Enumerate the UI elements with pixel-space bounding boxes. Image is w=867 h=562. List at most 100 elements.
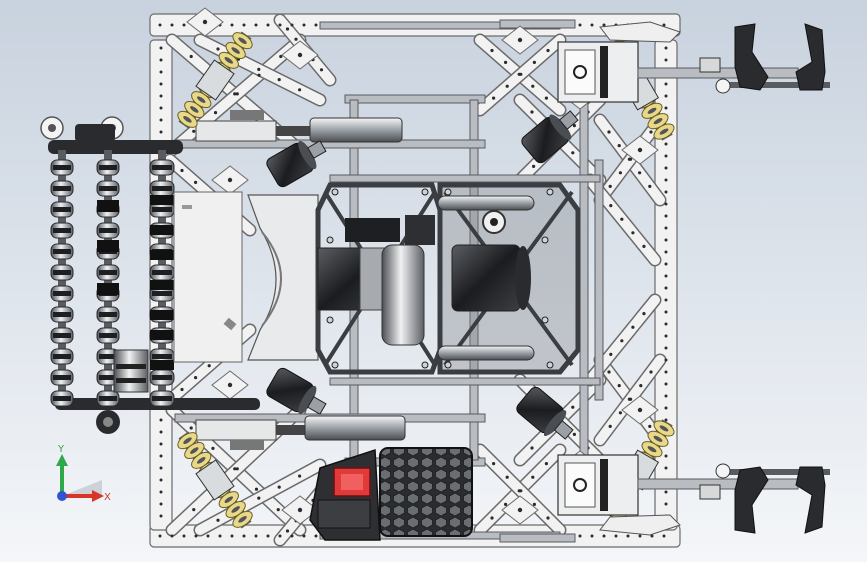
roller-band (53, 396, 71, 401)
rail-hole (664, 46, 668, 50)
truss-hole (531, 475, 535, 479)
triad-y-arrow-icon (56, 454, 68, 466)
drive-motors[interactable] (265, 103, 585, 446)
rail-hole (266, 534, 270, 538)
omni-roller-hub (224, 496, 234, 503)
battery-and-electronics[interactable] (309, 447, 473, 541)
truss-hole (285, 27, 290, 31)
omni-roller-hub (183, 437, 192, 444)
rail-hole (664, 178, 668, 182)
truss-hole (631, 231, 635, 235)
roller-band (99, 375, 117, 380)
rail-hole (242, 534, 246, 538)
turret-bolt (546, 188, 554, 196)
intake-roller-assembly[interactable] (40, 116, 260, 434)
rail-hole (278, 534, 282, 538)
roller-band (53, 354, 71, 359)
turret-bolt (444, 188, 452, 196)
turret-bolt (444, 361, 452, 369)
rail-hole (590, 23, 594, 27)
truss-hole (648, 184, 652, 188)
roller-block (150, 280, 174, 290)
gusset-bolt (517, 507, 523, 513)
roller-band (152, 270, 172, 275)
rail-hole (159, 106, 163, 110)
rail-hole (664, 418, 668, 422)
truss-hole (192, 129, 196, 133)
rail-hole (662, 23, 666, 27)
truss-hole (609, 204, 613, 208)
truss-hole (519, 72, 523, 76)
truss-hole (620, 217, 624, 221)
rail-hole (158, 23, 162, 27)
intake-sprocket-left-icon (40, 116, 64, 140)
truss-hole (285, 529, 290, 533)
truss-hole (211, 446, 215, 450)
grabber-boom-lower (720, 82, 830, 88)
rail-hole (170, 534, 174, 538)
turret-bolt (421, 188, 429, 196)
truss-hole (213, 111, 218, 115)
turret-bolt (541, 236, 549, 244)
rail-hole (614, 534, 618, 538)
rail-hole (254, 534, 258, 538)
grabber-claw-right (795, 466, 826, 534)
pneumatic-cylinders[interactable] (195, 110, 406, 450)
grabber-pulley (715, 78, 731, 94)
rail-hole (664, 346, 668, 350)
truss-hole (257, 73, 261, 77)
truss-hole (490, 48, 494, 53)
truss-hole (257, 67, 261, 71)
flywheel-drum (451, 244, 521, 312)
rail-hole (159, 466, 163, 470)
rail-hole (664, 166, 668, 170)
truss-hole (298, 474, 302, 478)
rail-hole (302, 534, 306, 538)
motor-gearbox (307, 396, 327, 415)
omni-roller-hub (238, 37, 247, 44)
gusset-bolt (227, 177, 233, 183)
grabber-arm-assemblies[interactable] (557, 21, 830, 536)
truss-hole (257, 496, 261, 500)
gusset-bolt (297, 52, 303, 58)
rail-hole (182, 23, 186, 27)
truss-hole (189, 54, 193, 59)
rail-hole (158, 534, 162, 538)
truss-hole (571, 405, 575, 409)
pneumatic-cylinder-bottom (195, 415, 406, 450)
truss-hole (631, 325, 635, 329)
grabber-plate (564, 462, 596, 508)
truss-hole (639, 384, 643, 388)
omni-roller-hub (190, 447, 199, 454)
control-hub-honeycomb-panel (379, 447, 473, 537)
truss-hole (216, 518, 220, 522)
rail-hole (159, 454, 163, 458)
gusset-bolt (517, 37, 523, 43)
triad-x-arrow-icon (92, 490, 104, 502)
omni-roller-hub (196, 457, 206, 464)
grabber-boom-lower (720, 469, 830, 475)
gusset-bolt (227, 382, 233, 388)
omni-roller-hub (653, 435, 663, 442)
truss-hole (607, 370, 611, 374)
roller-band (99, 186, 117, 191)
center-shooter-module[interactable] (247, 182, 581, 375)
truss-hole (649, 370, 653, 374)
grabber-rail (600, 459, 608, 511)
omni-roller-hub (231, 506, 240, 513)
truss-hole (607, 130, 611, 134)
truss-hole (180, 387, 184, 392)
grabber-arm (557, 454, 830, 536)
rail-hole (664, 154, 668, 158)
truss-hole (642, 244, 646, 248)
truss-hole (572, 124, 577, 128)
omni-wheel (177, 31, 253, 129)
roller-band (53, 228, 71, 233)
turret-bolt (541, 316, 549, 324)
rail-hole (602, 23, 606, 27)
rail-hole (664, 190, 668, 194)
truss-hole (319, 68, 324, 72)
rail-hole (206, 534, 210, 538)
rail-hole (664, 202, 668, 206)
